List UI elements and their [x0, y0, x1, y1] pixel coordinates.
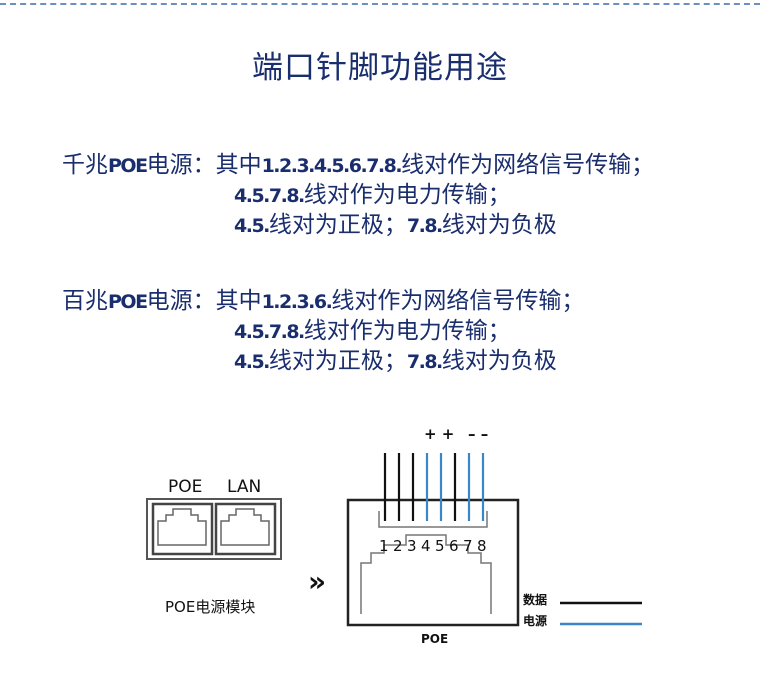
fast-power-label: 电源： — [146, 288, 216, 314]
module-port-label-poe: POE — [168, 477, 202, 497]
fast-line-2: 4.5.7.8.线对作为电力传输； — [62, 316, 584, 346]
fast-l3-pins-b: 7.8. — [406, 351, 443, 373]
fast-l3-text-a: 线对为正极； — [268, 348, 407, 374]
gigabit-l3-text-b: 线对为负极 — [441, 212, 557, 238]
gigabit-l3-pins-a: 4.5. — [234, 215, 270, 237]
pin-label-4: 4 — [421, 537, 431, 555]
gigabit-l1-pins: 1.2.3.4.5.6.7.8. — [261, 155, 403, 177]
fast-l1-prefix: 其中 — [215, 288, 262, 314]
fast-poe-section: 百兆POE电源：其中1.2.3.6.线对作为网络信号传输； 4.5.7.8.线对… — [62, 286, 584, 376]
gigabit-lead: 千兆 — [62, 152, 108, 178]
pin-label-8: 8 — [477, 537, 487, 555]
module-port-poe — [151, 502, 214, 556]
fast-line-3: 4.5.线对为正极；7.8.线对为负极 — [62, 346, 584, 376]
module-port-label-lan: LAN — [227, 477, 261, 497]
gigabit-l1-text: 线对作为网络信号传输； — [401, 152, 655, 178]
gigabit-l1-prefix: 其中 — [215, 152, 262, 178]
top-dashed-border — [0, 3, 760, 5]
page-title: 端口针脚功能用途 — [252, 50, 508, 86]
gigabit-l3-pins-b: 7.8. — [406, 215, 443, 237]
fast-l3-text-b: 线对为负极 — [441, 348, 557, 374]
gigabit-poe-section: 千兆POE电源：其中1.2.3.4.5.6.7.8.线对作为网络信号传输； 4.… — [62, 150, 654, 240]
polarity-plus: + + — [424, 425, 454, 443]
fast-l1-text: 线对作为网络信号传输； — [331, 288, 585, 314]
jack-inner-outline — [360, 534, 492, 614]
legend-data-label: 数据 — [523, 592, 547, 607]
fast-l2-text: 线对作为电力传输； — [303, 318, 511, 344]
fast-l1-pins: 1.2.3.6. — [261, 291, 333, 313]
pin-wires — [383, 453, 485, 521]
fast-poe: POE — [108, 291, 148, 313]
arrow-icon: » — [308, 565, 326, 598]
pin-label-3: 3 — [407, 537, 417, 555]
poe-module: POE LAN POE电源模块 — [146, 477, 282, 616]
jack-outer — [346, 498, 520, 627]
fast-l3-pins-a: 4.5. — [234, 351, 270, 373]
pin-label-1: 1 — [379, 537, 389, 555]
legend: 数据 电源 — [523, 592, 642, 628]
legend-power-label: 电源 — [523, 613, 547, 628]
polarity-minus: – – — [468, 425, 488, 443]
gigabit-line-2: 4.5.7.8.线对作为电力传输； — [62, 180, 654, 210]
pin-label-7: 7 — [463, 537, 473, 555]
module-port-lan — [214, 502, 277, 556]
fast-l2-pins: 4.5.7.8. — [234, 321, 305, 343]
module-housing — [146, 498, 282, 560]
pin-label-5: 5 — [435, 537, 445, 555]
pin-label-6: 6 — [449, 537, 459, 555]
gigabit-l2-text: 线对作为电力传输； — [303, 182, 511, 208]
gigabit-line-1: 千兆POE电源：其中1.2.3.4.5.6.7.8.线对作为网络信号传输； — [62, 150, 654, 180]
module-caption: POE电源模块 — [165, 598, 255, 616]
gigabit-l2-pins: 4.5.7.8. — [234, 185, 305, 207]
gigabit-l3-text-a: 线对为正极； — [268, 212, 407, 238]
gigabit-line-3: 4.5.线对为正极；7.8.线对为负极 — [62, 210, 654, 240]
jack-caption: POE — [421, 632, 448, 646]
pin-label-2: 2 — [393, 537, 403, 555]
fast-lead: 百兆 — [62, 288, 108, 314]
fast-line-1: 百兆POE电源：其中1.2.3.6.线对作为网络信号传输； — [62, 286, 584, 316]
gigabit-power-label: 电源： — [146, 152, 216, 178]
gigabit-poe: POE — [108, 155, 148, 177]
jack-contact-guide — [378, 511, 488, 528]
